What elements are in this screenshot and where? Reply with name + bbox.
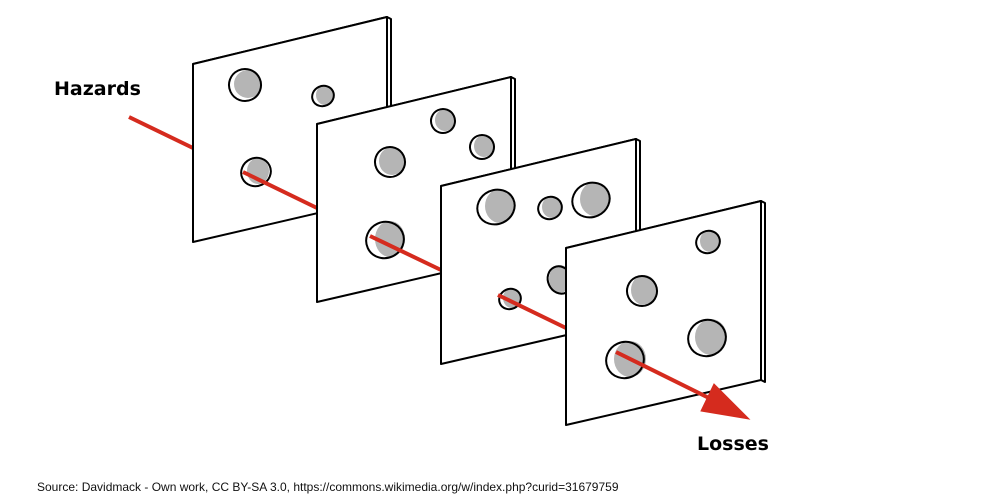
slice-2-hole [469, 134, 495, 160]
hazards-label: Hazards [54, 78, 141, 100]
slice-2-hole [430, 107, 456, 134]
slice-1-hole [311, 84, 335, 108]
arrow-segment-incoming [128, 115, 194, 150]
source-caption: Source: Davidmack - Own work, CC BY-SA 3… [37, 480, 619, 494]
slice-4 [565, 200, 766, 426]
slice-4-hole [695, 229, 721, 255]
slice-4-hole [626, 275, 658, 307]
arrow-segment-1 [242, 170, 318, 210]
slice-3-hole [537, 195, 563, 221]
slice-3-hole [476, 188, 516, 226]
slice-2-hole [374, 146, 406, 178]
arrow-segment-2 [369, 234, 442, 272]
slice-3-hole [571, 181, 611, 219]
arrow-segment-3 [497, 293, 567, 330]
slice-1-hole [228, 68, 262, 102]
slice-4-hole [687, 318, 727, 358]
losses-label: Losses [697, 433, 769, 455]
arrow-head [700, 383, 751, 420]
slice-4-face [565, 200, 762, 426]
arrow-segment-outgoing [615, 350, 714, 402]
